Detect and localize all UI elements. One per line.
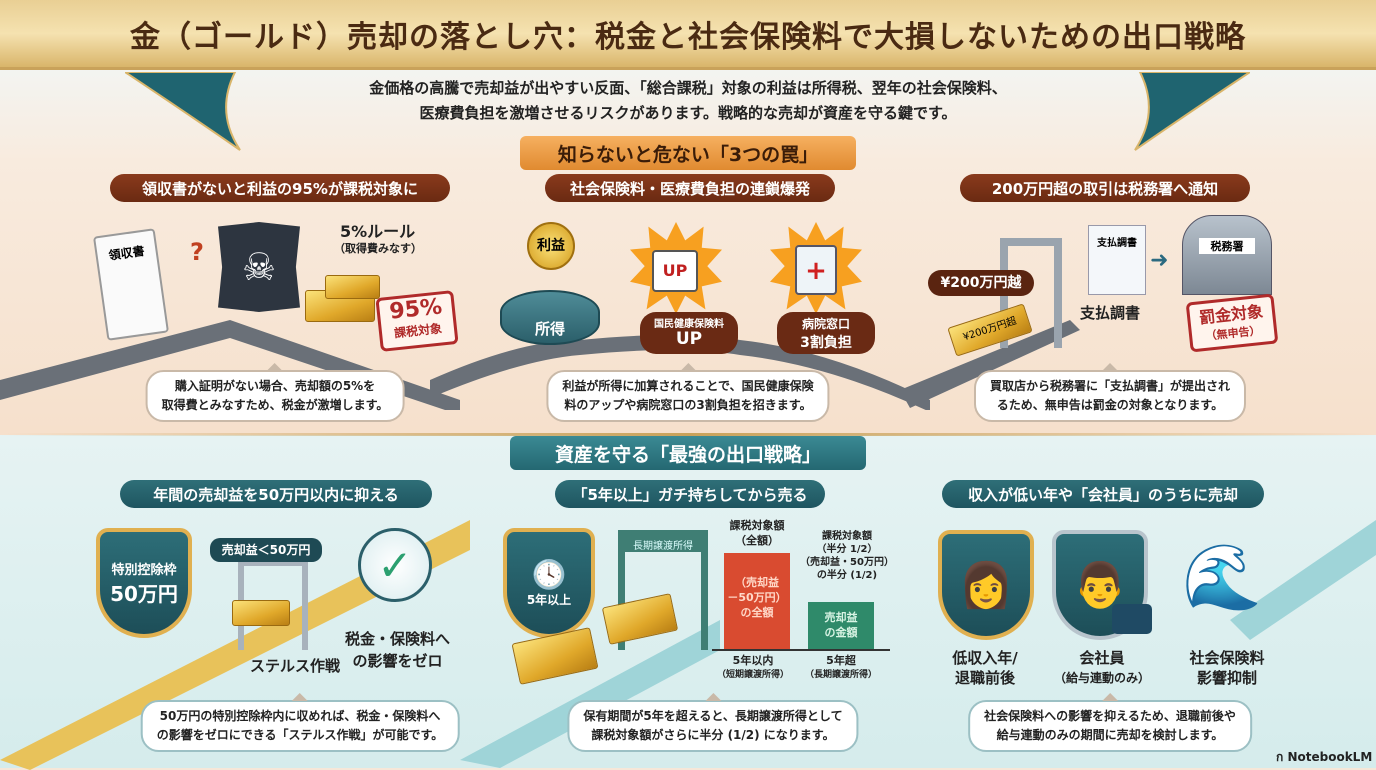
trap-1-header: 領収書がないと利益の95%が課税対象に [110,174,450,202]
low-income-person-shield-icon: 👩 [938,530,1034,640]
profit-coin-icon: 利益 [527,222,575,270]
profit-limit-tag: 売却益＜50万円 [210,538,322,562]
notebooklm-logo: ก NotebookLM [1276,748,1372,767]
zero-impact-label: 税金・保険料への影響をゼロ [345,630,451,670]
stealth-label: ステルス作戦 [250,657,341,675]
clock-icon: 🕓 [531,558,567,591]
brand-label: NotebookLM [1287,750,1373,764]
question-mark-icon: ? [190,238,204,266]
bar-1-header: 課税対象額（全額） [729,519,785,547]
strategy-2-bubble: 保有期間が5年を超えると、長期譲渡所得として課税対象額がさらに半分 (1/2) … [567,693,859,752]
ribbon-decoration-left [125,72,241,151]
bar-1-label: 5年以内（短期譲渡所得） [716,654,789,680]
tax-office-label: 税務署 [1199,238,1255,254]
medical-clipboard-icon: + [795,245,837,295]
income-pot: 所得 [500,290,600,345]
rule-sublabel: （取得費みなす） [334,242,422,255]
employee-label: 会社員（給与連動のみ） [1053,649,1150,685]
payment-record-label: 支払調書 [1080,304,1141,322]
trap-3-header: 200万円超の取引は税務署へ通知 [960,174,1250,202]
receipt-label: 領収書 [107,243,146,263]
gold-bar-icon [325,275,380,299]
chart-bar-short-term: （売却益－50万円）の全額 [724,553,790,649]
trap-2-header: 社会保険料・医療費負担の連鎖爆発 [545,174,835,202]
bar-2-header: 課税対象額（半分 1/2）（売却益・50万円）の半分 (1/2) [800,531,894,581]
briefcase-icon [1112,604,1152,634]
traps-banner: 知らないと危ない「3つの罠」 [520,136,856,170]
intro-line-2: 医療費負担を激増させるリスクがあります。戦略的な売却が資産を守る鍵です。 [419,104,957,122]
chart-bar-long-term: 売却益の金額 [808,602,874,649]
cracked-road [0,320,460,410]
strategy-1-header: 年間の売却益を50万円以内に抑える [120,480,432,508]
strategy-2-header: 「5年以上」ガチ持ちしてから売る [555,480,825,508]
ribbon-decoration-right [1134,72,1250,151]
over-2m-tag: ¥200万円越 [928,270,1034,296]
section-divider [0,433,1376,436]
bar-2-label: 5年超（長期譲渡所得） [804,654,877,680]
trap-3-bubble: 買取店から税務署に「支払調書」が提出されるため、無申告は罰金の対象となります。 [973,363,1247,422]
strategy-1-bubble: 50万円の特別控除枠内に収めれば、税金・保険料への影響をゼロにできる「ステルス作… [140,693,460,752]
intro-line-1: 金価格の高騰で売却益が出やすい反面、「総合課税」対象の利益は所得税、翌年の社会保… [369,79,1007,97]
page-title: 金（ゴールド）売却の落とし穴：税金と社会保険料で大損しないための出口戦略 [130,19,1246,55]
checkmark-icon: ✓ [358,528,432,602]
payment-record-document-icon: 支払調書 [1088,225,1146,295]
road [900,320,1080,408]
gold-bar-icon [232,600,290,626]
chart-baseline [712,649,890,651]
tax-office-building-icon: 税務署 [1182,215,1272,295]
notebooklm-icon: ก [1276,750,1288,764]
title-bar: 金（ゴールド）売却の落とし穴：税金と社会保険料で大損しないための出口戦略 [0,0,1376,70]
strategy-3-header: 収入が低い年や「会社員」のうちに売却 [942,480,1264,508]
wave-icon: 🌊 [1182,541,1262,615]
trap-1-bubble: 購入証明がない場合、売却額の5%を取得費とみなすため、税金が激増します。 [145,363,405,422]
insurance-suppression-label: 社会保険料影響抑制 [1189,649,1265,687]
calendar-up-icon: UP [652,250,698,292]
gold-road [0,520,470,770]
penalty-stamp: 罰金対象（無申告） [1185,293,1279,353]
teal-road [460,620,720,768]
five-year-shield-icon: 🕓5年以上 [503,528,595,638]
skull-flag-icon: ☠ [218,222,300,312]
teal-road [1230,520,1376,640]
strategy-3-bubble: 社会保険料への影響を抑えるため、退職前後や給与連動のみの期間に売却を検討します。 [968,693,1252,752]
low-income-label: 低収入年/退職前後 [952,649,1018,687]
long-term-gate-icon: 長期譲渡所得 [618,530,708,650]
arrow-icon: ➜ [1150,248,1169,273]
strategies-banner: 資産を守る「最強の出口戦略」 [510,436,866,470]
trap-2-bubble: 利益が所得に加算されることで、国民健康保険料のアップや病院窓口の3割負担を招きま… [546,363,830,422]
rule-label: 5%ルール [340,222,416,241]
